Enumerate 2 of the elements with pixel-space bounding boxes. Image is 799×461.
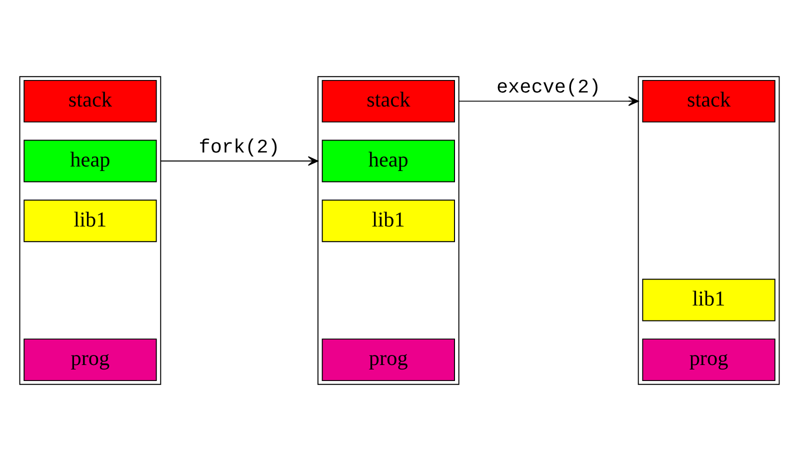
edge-label: fork(2): [198, 136, 280, 158]
edge-label: execve(2): [496, 76, 601, 99]
